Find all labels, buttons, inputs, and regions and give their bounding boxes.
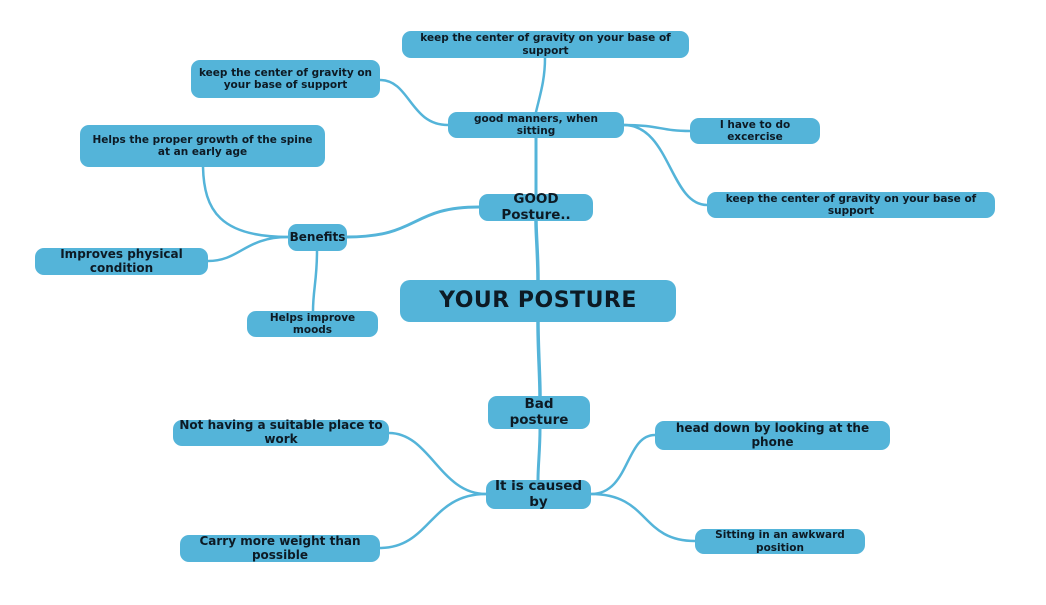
awkward-position-node[interactable]: Sitting in an awkward position	[695, 529, 865, 554]
manners-right-node[interactable]: keep the center of gravity on your base …	[707, 192, 995, 218]
link-good-benefits	[345, 205, 481, 239]
link-caused-weight	[378, 492, 488, 550]
caused-by-node[interactable]: It is caused by	[486, 478, 591, 509]
bad-posture-node[interactable]: Bad posture	[488, 396, 590, 429]
link-caused-headdown	[589, 433, 657, 496]
root-node[interactable]: YOUR POSTURE	[400, 280, 676, 322]
manners-top-node[interactable]: keep the center of gravity on your base …	[402, 31, 689, 58]
link-benefits-moods	[311, 249, 319, 313]
physical-condition-node[interactable]: Improves physical condition	[35, 247, 208, 275]
link-root-good	[534, 219, 540, 282]
improve-moods-node[interactable]: Helps improve moods	[247, 311, 378, 337]
more-weight-node[interactable]: Carry more weight than possible	[180, 534, 380, 562]
benefits-node[interactable]: Benefits	[288, 224, 347, 251]
link-caused-awkward	[589, 492, 697, 543]
link-manners-right	[622, 123, 709, 207]
no-place-node[interactable]: Not having a suitable place to work	[173, 418, 389, 446]
head-down-node[interactable]: head down by looking at the phone	[655, 421, 890, 450]
link-manners-left	[378, 78, 450, 127]
spine-growth-node[interactable]: Helps the proper growth of the spine at …	[80, 125, 325, 167]
exercise-node[interactable]: I have to do excercise	[690, 118, 820, 144]
good-manners-node[interactable]: good manners, when sitting	[448, 112, 624, 138]
link-bad-caused	[536, 427, 542, 482]
link-benefits-physical	[206, 235, 290, 263]
link-manners-top	[534, 56, 547, 114]
manners-left-node[interactable]: keep the center of gravity on your base …	[191, 60, 380, 98]
link-root-bad	[536, 320, 542, 398]
link-caused-noplace	[387, 431, 488, 496]
link-benefits-spine	[201, 165, 290, 239]
good-posture-node[interactable]: GOOD Posture..	[479, 191, 593, 222]
